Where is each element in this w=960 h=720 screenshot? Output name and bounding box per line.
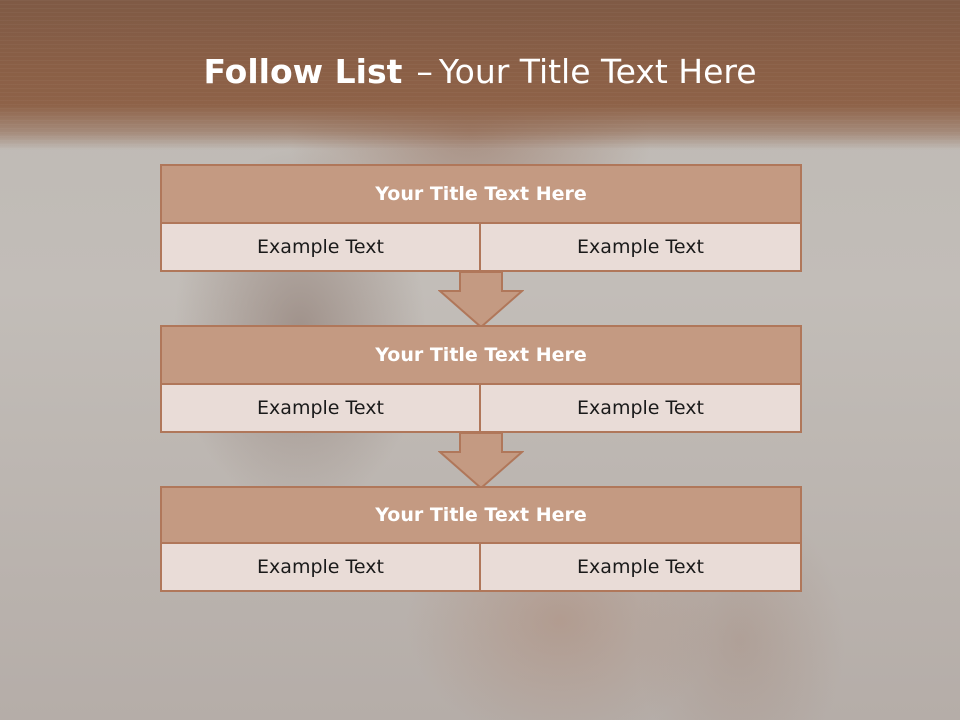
step-block-cell-right: Example Text xyxy=(481,383,802,433)
step-block-cell-left: Example Text xyxy=(160,542,481,592)
step-block-cells: Example Text Example Text xyxy=(160,383,802,433)
step-block-title: Your Title Text Here xyxy=(160,486,802,542)
down-arrow-icon xyxy=(438,271,524,329)
slide-title-rest: Your Title Text Here xyxy=(438,52,757,91)
step-block-cell-left: Example Text xyxy=(160,222,481,272)
down-arrow-icon xyxy=(438,432,524,490)
step-block-cell-right: Example Text xyxy=(481,542,802,592)
step-block-cells: Example Text Example Text xyxy=(160,542,802,592)
step-block-cells: Example Text Example Text xyxy=(160,222,802,272)
step-block-2: Your Title Text Here Example Text Exampl… xyxy=(160,325,802,433)
step-block-cell-left: Example Text xyxy=(160,383,481,433)
slide-title-bold: Follow List xyxy=(203,52,403,91)
header-band xyxy=(0,0,960,150)
step-block-cell-right: Example Text xyxy=(481,222,802,272)
step-block-title: Your Title Text Here xyxy=(160,164,802,222)
slide-title: Follow List–Your Title Text Here xyxy=(0,52,960,91)
step-block-3: Your Title Text Here Example Text Exampl… xyxy=(160,486,802,592)
step-block-title: Your Title Text Here xyxy=(160,325,802,383)
slide-title-separator: – xyxy=(416,52,433,91)
step-block-1: Your Title Text Here Example Text Exampl… xyxy=(160,164,802,272)
